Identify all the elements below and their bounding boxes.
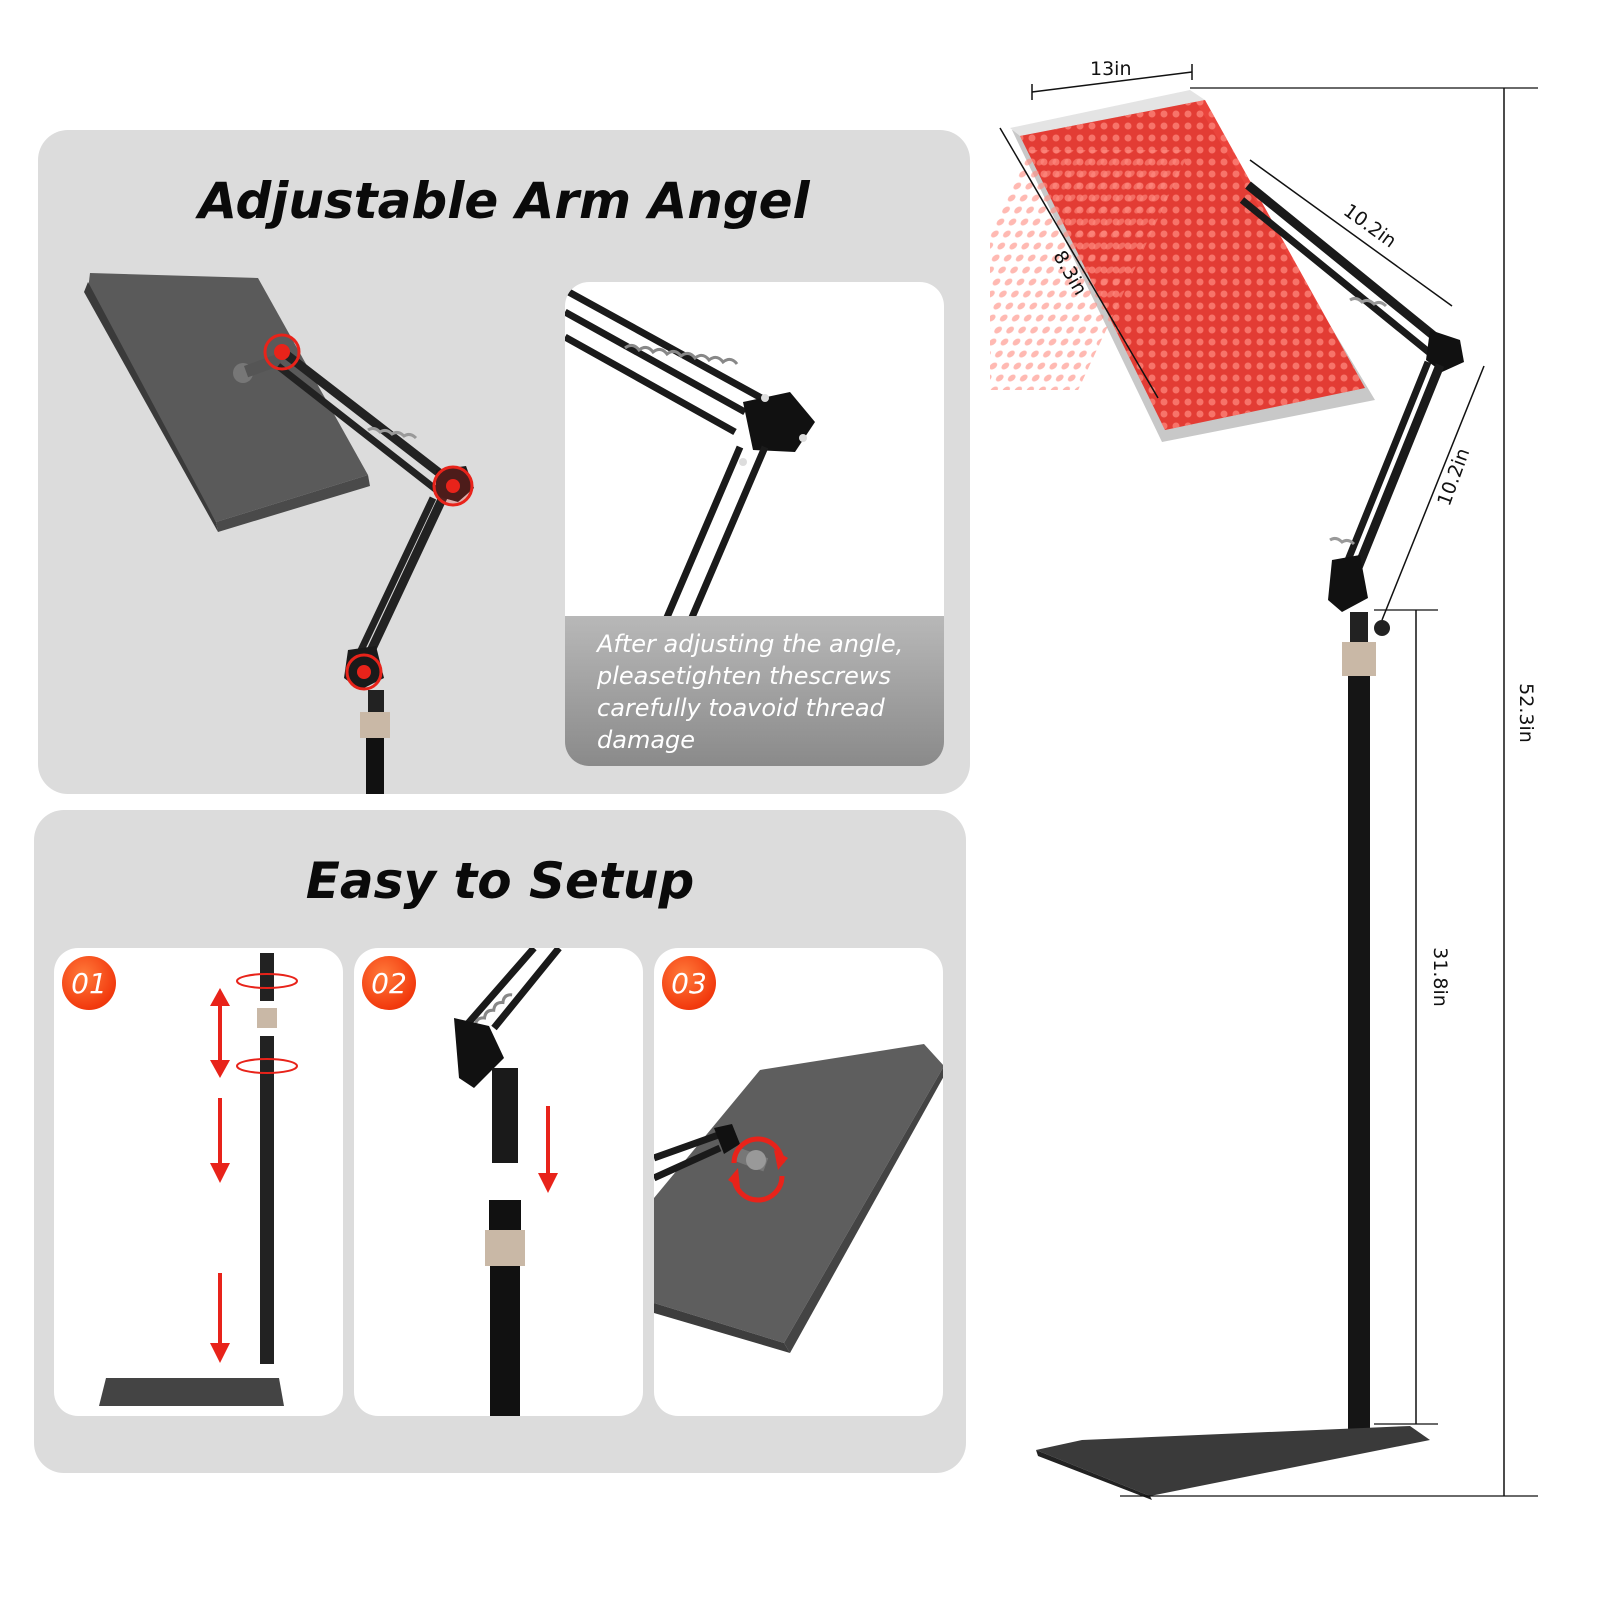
joint-marker-top [263, 333, 301, 371]
panel-mount-illustration [654, 1044, 943, 1353]
step-badge: 03 [662, 956, 716, 1010]
setup-step-3: 03 [654, 948, 943, 1416]
arm-angle-title: Adjustable Arm Angel [198, 172, 810, 230]
spring-joint-closeup [565, 286, 815, 622]
arm-illustration [84, 273, 474, 794]
pole-assembly-illustration [99, 953, 298, 1406]
arm-to-pole-illustration [454, 948, 562, 1416]
step-badge: 01 [62, 956, 116, 1010]
arm-detail-card: After adjusting the angle, pleasetighten… [565, 282, 944, 766]
product-dimension-drawing [990, 64, 1538, 1500]
dimension-total-height: 52.3in [1514, 683, 1537, 743]
setup-title: Easy to Setup [305, 852, 695, 910]
step-badge: 02 [362, 956, 416, 1010]
arm-angle-panel: Adjustable Arm Angel [38, 130, 970, 794]
setup-step-2: 02 [354, 948, 643, 1416]
setup-panel: Easy to Setup 01 02 [34, 810, 966, 1473]
dimension-pole-height: 31.8in [1428, 947, 1451, 1007]
dimension-panel-width: 13in [1090, 58, 1132, 80]
tighten-screws-note: After adjusting the angle, pleasetighten… [565, 616, 944, 766]
joint-marker-bottom [345, 653, 383, 691]
setup-step-1: 01 [54, 948, 343, 1416]
